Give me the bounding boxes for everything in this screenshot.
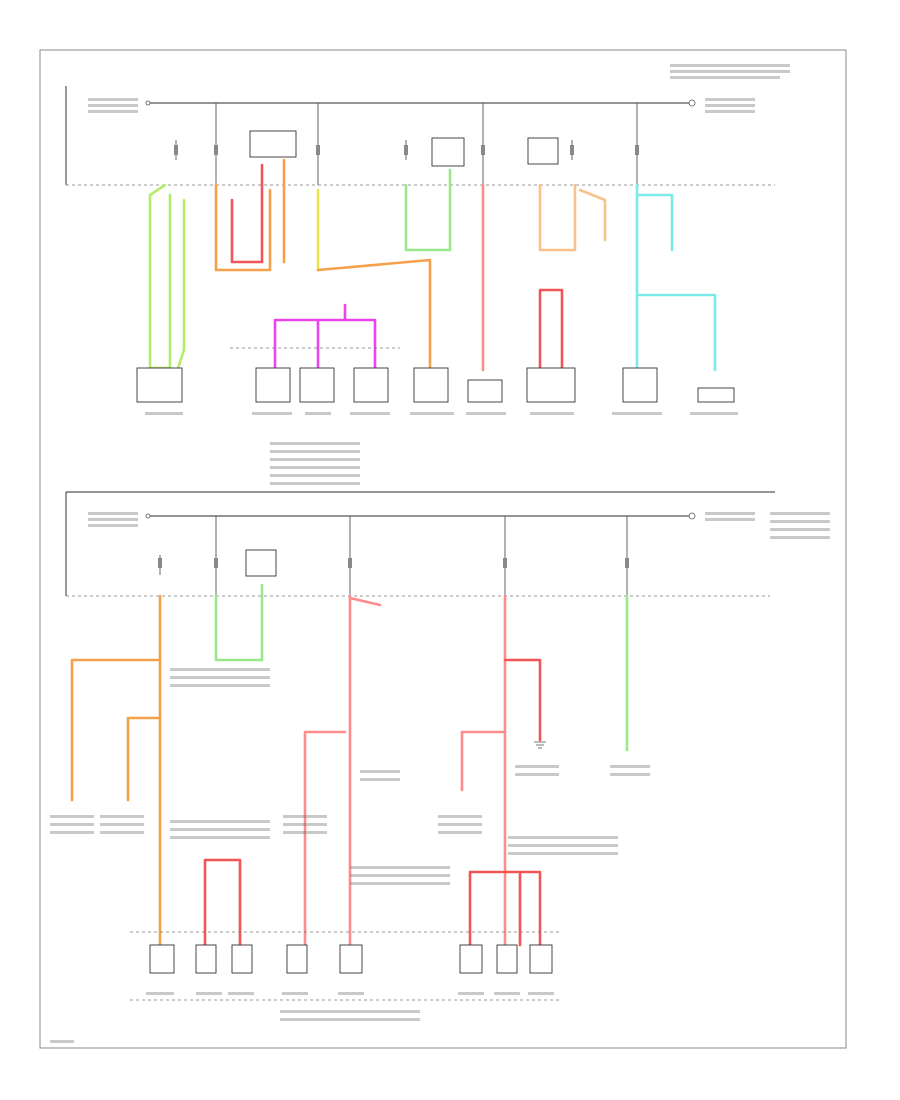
lower-components — [130, 931, 560, 1001]
lower-component-1 — [149, 944, 175, 974]
lower-component-5 — [339, 944, 363, 974]
fuse-icon — [158, 558, 162, 568]
upper-component-1 — [136, 367, 183, 403]
fuse-icon — [214, 145, 218, 155]
upper-component-7 — [526, 367, 576, 403]
lower-component-4 — [286, 944, 308, 974]
illegible-label-marks — [50, 64, 830, 1043]
upper-wires — [148, 158, 717, 372]
wire-red-lower-right — [468, 870, 542, 947]
wire-green-loop — [214, 583, 264, 662]
upper-bus-left-terminal — [145, 100, 151, 106]
upper-components — [136, 347, 735, 403]
wire-red-1 — [230, 163, 264, 264]
fuse-icon — [348, 558, 352, 568]
lower-component-3 — [231, 944, 253, 974]
wire-cyan — [635, 183, 717, 372]
wire-pink-center-left — [303, 730, 347, 947]
fuse-icon — [503, 558, 507, 568]
wire-green-3 — [404, 168, 452, 252]
fuse-markers — [158, 145, 639, 568]
ground-icon — [534, 741, 546, 749]
wire-orange-1 — [214, 183, 272, 272]
wire-red-lower-left — [203, 858, 242, 947]
upper-component-6 — [467, 379, 503, 403]
upper-component-5 — [413, 367, 449, 403]
lower-component-7 — [496, 944, 518, 974]
lower-component-8 — [529, 944, 553, 974]
wire-lightorange — [538, 183, 577, 252]
wire-green-1 — [148, 183, 172, 370]
upper-component-3 — [299, 367, 335, 403]
fuse-icon — [625, 558, 629, 568]
upper-component-2 — [255, 367, 291, 403]
upper-component-9 — [697, 387, 735, 403]
wire-red-right — [503, 658, 542, 742]
fuse-icon — [570, 145, 574, 155]
lower-component-2 — [195, 944, 217, 974]
lower-relay-1 — [245, 549, 277, 577]
fuse-icon — [214, 558, 218, 568]
upper-component-4 — [353, 367, 389, 403]
lower-fuse-drops — [159, 516, 628, 596]
fuse-icon — [481, 145, 485, 155]
upper-relay-1 — [249, 130, 297, 158]
wire-red-2 — [538, 288, 564, 370]
upper-relay-2 — [431, 137, 465, 167]
lower-bus-right-terminal — [688, 512, 696, 520]
lower-wires — [70, 583, 629, 947]
fuse-icon — [635, 145, 639, 155]
fuse-icon — [404, 145, 408, 155]
wire-magenta — [273, 303, 377, 370]
fuse-icon — [174, 145, 178, 155]
upper-component-8 — [622, 367, 658, 403]
upper-bus-right-terminal — [688, 99, 696, 107]
upper-fuse-drops — [175, 103, 638, 185]
lower-bus-left-terminal — [145, 513, 151, 519]
wire-green-2 — [176, 198, 186, 370]
wire-orange-left — [70, 658, 162, 802]
wire-pink-right-left — [460, 730, 507, 792]
fuse-icon — [316, 145, 320, 155]
wire-pink-center-branch — [348, 596, 382, 607]
lower-component-6 — [459, 944, 483, 974]
diagram-frame — [39, 49, 847, 1049]
wire-lightorange-2 — [578, 188, 607, 242]
wire-orange-3 — [316, 258, 432, 370]
upper-relay-3 — [527, 137, 559, 165]
upper-fuse-panel — [65, 86, 775, 186]
lower-fuse-panel — [65, 491, 775, 597]
wire-orange-left-2 — [126, 716, 162, 802]
